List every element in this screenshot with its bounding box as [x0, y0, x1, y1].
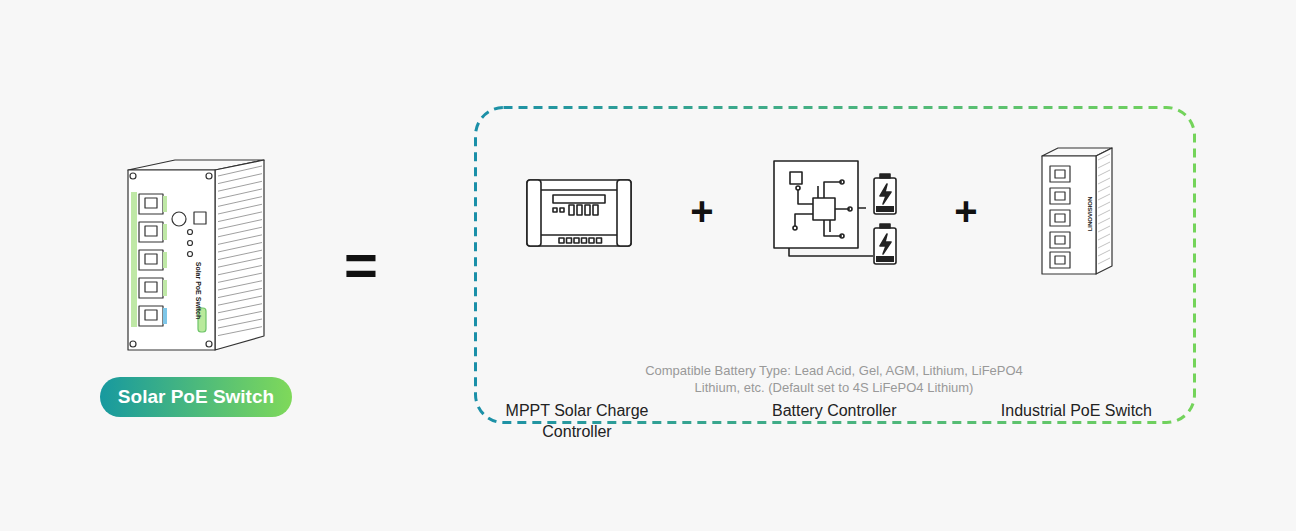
solar-poe-switch-device — [128, 160, 264, 350]
plus-sign: + — [690, 191, 713, 231]
combined-components-frame: MPPT Solar Charge ControllerBattery Cont… — [474, 106, 1196, 424]
equals-sign: = — [344, 236, 378, 294]
badge-pill: Solar PoE Switch — [100, 377, 292, 417]
dashed-frame-outline — [476, 108, 1195, 423]
brand-print: LINOVISION — [1087, 197, 1093, 232]
compatibility-note: Compatible Battery Type: Lead Acid, Gel,… — [624, 362, 1044, 396]
mppt-controller-icon — [527, 180, 631, 246]
badge-label: Solar PoE Switch — [118, 386, 274, 408]
component-label: MPPT Solar Charge Controller — [492, 400, 662, 442]
component-caption: Industrial PoE Switch — [999, 400, 1153, 421]
industrial-switch-icon — [1042, 148, 1112, 274]
device-print: Solar PoE Switch — [195, 261, 202, 319]
component-caption: MPPT Solar Charge Controller — [492, 400, 662, 442]
component-caption: Battery Controller — [771, 400, 898, 421]
component-label: Industrial PoE Switch — [999, 400, 1153, 421]
plus-sign: + — [954, 191, 977, 231]
component-label: Battery Controller — [771, 400, 898, 421]
battery-controller-icon — [774, 161, 896, 264]
